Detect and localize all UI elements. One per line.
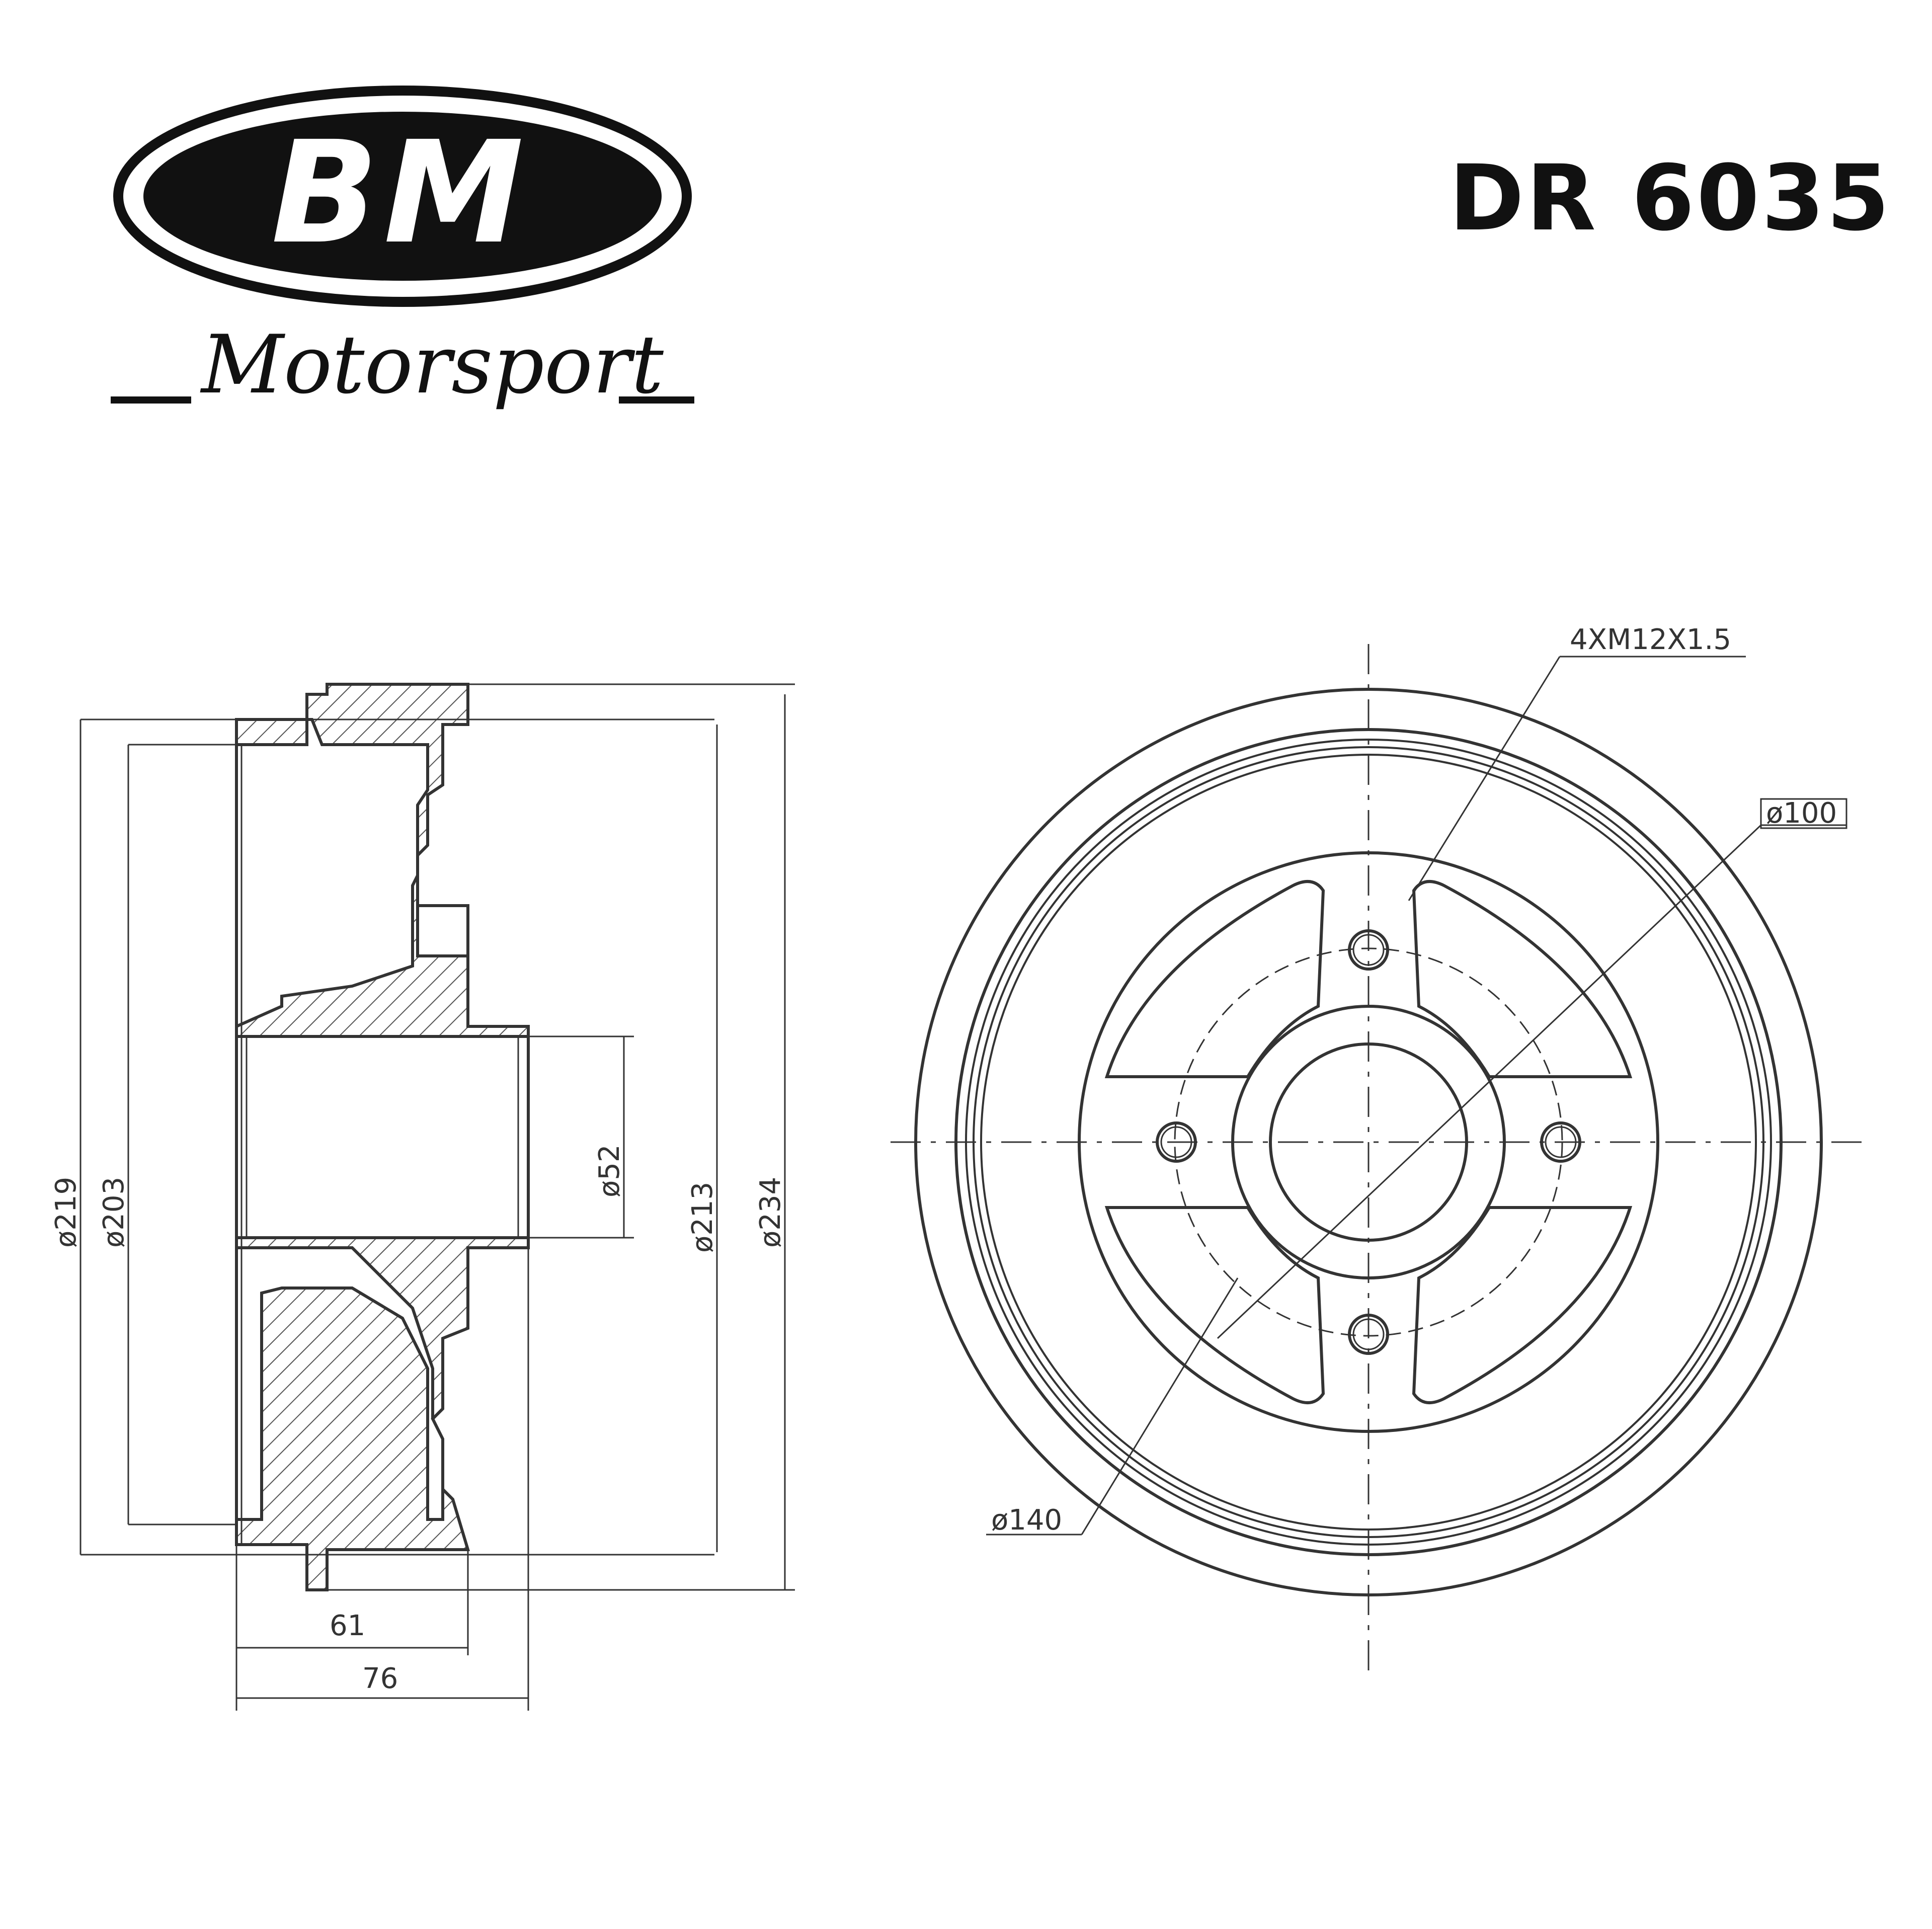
hub-bore <box>1269 1042 1468 1242</box>
bolt-hole-left-inner <box>1160 1126 1192 1158</box>
lower-section-profile <box>235 1236 530 1591</box>
drum-inner-ring <box>1078 851 1659 1433</box>
bolt-hole-bottom <box>1348 1314 1389 1355</box>
drum-ring-5 <box>980 754 1757 1531</box>
dim-d234-label: ø234 <box>754 1177 787 1248</box>
drum-ring-2 <box>954 728 1783 1556</box>
bolt-label: 4XM12X1.5 <box>1570 623 1731 656</box>
dim-d219-label: ø219 <box>50 1177 83 1248</box>
drum-ring-4 <box>973 746 1764 1538</box>
dim-d52-label: ø52 <box>593 1144 626 1197</box>
front-view <box>891 644 1862 1670</box>
window-bottom-left <box>1104 1206 1325 1404</box>
drum-ring-3 <box>965 739 1772 1546</box>
bolt-hole-left <box>1156 1121 1197 1163</box>
hub-leader <box>1081 1277 1239 1535</box>
window-top-left <box>1104 880 1325 1078</box>
hub-label: ø140 <box>991 1504 1062 1537</box>
part-number: DR 6035 <box>1449 146 1892 251</box>
logo-outer-ellipse <box>113 86 692 307</box>
bolt-hole-detail <box>416 904 469 957</box>
pcd-leader <box>1217 824 1762 1339</box>
window-top-right <box>1412 880 1633 1078</box>
logo-tagline: Motorsport <box>200 317 664 412</box>
bm-motorsport-logo: BM Motorsport <box>111 86 694 412</box>
logo-mark: BM <box>271 111 529 275</box>
bolt-leader <box>1408 656 1561 901</box>
bolt-hole-right-inner <box>1545 1126 1577 1158</box>
dim-w76-label: 76 <box>362 1662 398 1695</box>
dim-d213-label: ø213 <box>686 1182 719 1253</box>
drum-outer-ring <box>914 688 1823 1596</box>
bolt-hole-right <box>1540 1121 1581 1163</box>
pcd-label-box <box>1760 798 1847 829</box>
hub-outer <box>1231 1005 1506 1279</box>
pcd-label: ø100 <box>1766 797 1837 830</box>
bolt-hole-top <box>1348 929 1389 971</box>
side-section-view <box>235 683 530 1591</box>
logo-inner-ellipse <box>143 112 662 281</box>
dim-d203-label: ø203 <box>98 1177 130 1248</box>
bolt-hole-top-inner <box>1352 934 1385 966</box>
dim-w61-label: 61 <box>330 1610 365 1642</box>
upper-section-profile <box>235 683 530 1038</box>
side-dimension-lines <box>79 683 795 1711</box>
window-bottom-right <box>1412 1206 1633 1404</box>
bolt-hole-bottom-inner <box>1352 1318 1385 1350</box>
pcd-circle <box>1174 947 1563 1337</box>
